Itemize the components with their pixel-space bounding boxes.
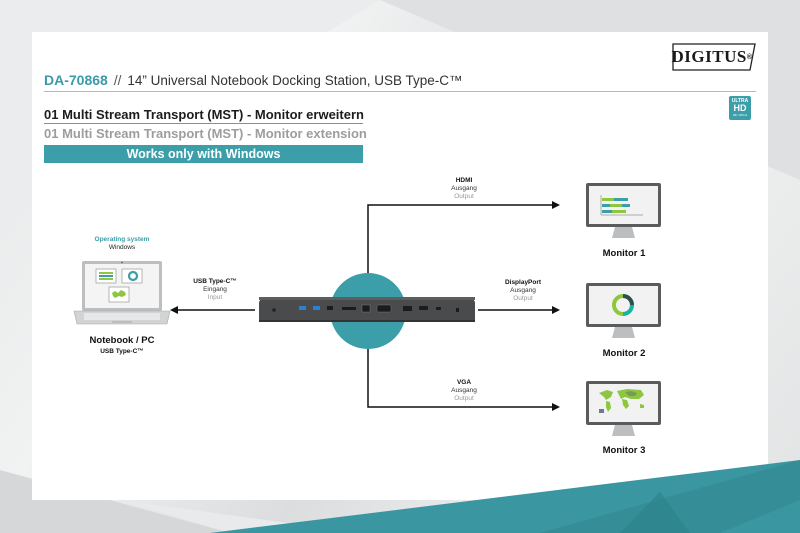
dc-in-port [272,308,276,312]
title-separator: // [113,73,122,88]
hdmi-label: HDMI Ausgang Output [434,177,494,201]
input-name: USB Type-C™ [193,278,237,285]
laptop-illustration [73,261,171,325]
hdmi-de: Ausgang [451,185,477,192]
displayport-label: DisplayPort Ausgang Output [493,279,553,303]
displayport-port [403,306,412,311]
input-de: Eingang [203,286,227,293]
displayport-en: Output [513,295,533,302]
usb-a-port [299,306,306,310]
displayport-de: Ausgang [510,287,536,294]
brand-name: DIGITUS [671,47,747,66]
notebook-port: USB Type-C™ [100,348,144,355]
product-title: DA-70868 // 14” Universal Notebook Docki… [44,72,756,92]
section-title-de: 01 Multi Stream Transport (MST) - Monito… [44,107,364,124]
monitor-2-label: Monitor 2 [602,348,646,359]
hdmi-port [419,306,428,310]
os-label: Operating system [94,236,150,243]
vga-de: Ausgang [451,387,477,394]
usb-a-port [313,306,320,310]
monitor-1-label: Monitor 1 [602,248,646,259]
notebook-label: Notebook / PC [89,335,155,346]
vga-label: VGA Ausgang Output [434,379,494,403]
digitus-logo: DIGITUS® [672,43,756,71]
section-title-en: 01 Multi Stream Transport (MST) - Monito… [44,126,367,141]
displayport-name: DisplayPort [504,279,542,286]
ultra-hd-badge: ULTRA HD 4K / 30 Hz [729,96,751,120]
monitor-2-illustration [586,283,661,338]
usb-c-port [436,307,441,310]
monitor-3-illustration [586,381,661,436]
os-value: Windows [108,244,136,251]
hdmi-en: Output [454,193,474,200]
ethernet-port [361,304,371,313]
monitor-1-illustration [586,183,661,238]
registered-mark: ® [746,53,753,61]
notebook-port-label: USB Type-C™ [72,348,172,356]
lock-slot [456,308,459,312]
badge-line1: ULTRA [731,98,749,104]
product-name: 14” Universal Notebook Docking Station, … [127,73,463,88]
badge-line3: 4K / 30 Hz [732,113,748,117]
os-label-group: Operating system Windows [87,236,157,252]
vga-arrow [367,349,560,411]
usb-port [327,306,333,310]
hdmi-arrow [367,201,560,273]
monitor-3-label: Monitor 3 [602,445,646,456]
badge-line2: HD [733,103,747,113]
input-en: Input [207,294,223,301]
vga-en: Output [454,395,474,402]
hdmi-name: HDMI [455,177,473,184]
logo-frame [672,43,756,71]
vga-name: VGA [456,379,472,386]
model-number: DA-70868 [44,72,108,88]
docking-station [259,297,475,322]
card-reader-slot [342,307,356,310]
windows-only-banner: Works only with Windows [44,145,363,163]
vga-port [376,304,392,313]
usb-c-input-label: USB Type-C™ Eingang Input [185,278,245,302]
